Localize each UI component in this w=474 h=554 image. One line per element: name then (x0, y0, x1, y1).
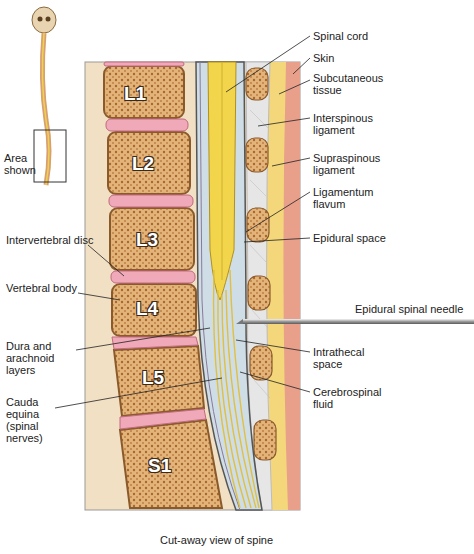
part-label: Cauda equina (spinal nerves) (6, 396, 58, 444)
spinal-cord (208, 62, 236, 300)
part-label: Ligamentum flavum (313, 186, 383, 210)
vertebra-label: S1 (148, 456, 188, 476)
vertebra-label: L5 (142, 368, 182, 388)
skeleton-thumbnail (32, 7, 66, 185)
part-label: Vertebral body (6, 282, 96, 294)
epidural-needle (243, 319, 474, 324)
part-label: Interspinous ligament (313, 112, 391, 136)
spinous-process (246, 68, 276, 460)
leader-line (55, 36, 310, 408)
area-label: Area shown (4, 152, 40, 176)
part-label: Supraspinous ligament (313, 152, 393, 176)
part-label: Epidural space (313, 232, 463, 244)
cauda-equina (214, 270, 259, 508)
part-label: Subcutaneous tissue (313, 72, 391, 96)
panel-background (85, 62, 300, 510)
arachnoid-line (200, 62, 240, 510)
part-label: Intervertebral disc (6, 234, 116, 246)
part-label: Dura and arachnoid layers (6, 340, 84, 376)
part-label: Cerebrospinal fluid (313, 386, 383, 410)
intervertebral-disc (104, 62, 206, 429)
needle-tip (236, 319, 243, 324)
vertebra-label: L3 (136, 230, 176, 250)
caption-text: Cut-away view of spine (160, 534, 360, 546)
part-label: Spinal cord (313, 30, 463, 42)
cord-midline (222, 62, 223, 280)
part-label: Skin (313, 52, 463, 64)
vertebra-label: L1 (124, 84, 164, 104)
needle-label: Epidural spinal needle (355, 303, 474, 315)
vertebra-label: L2 (132, 154, 172, 174)
dural-sac (196, 62, 262, 510)
skin-layer (283, 62, 300, 510)
part-label: Intrathecal space (313, 346, 383, 370)
vertebra-label: L4 (136, 299, 176, 319)
